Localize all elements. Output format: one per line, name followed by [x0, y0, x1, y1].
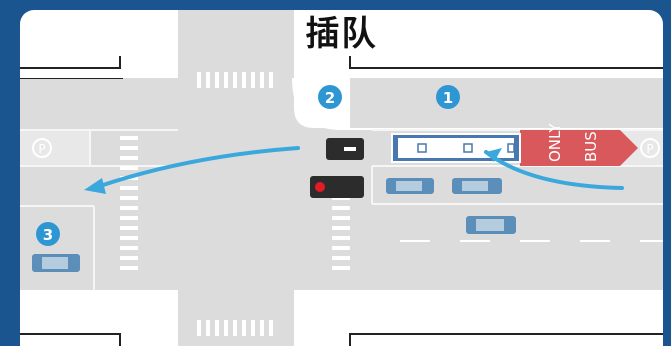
crosswalk-top [197, 72, 273, 88]
crosswalk-bottom [197, 320, 273, 336]
lane-dashes [400, 240, 663, 242]
crosswalk-right [332, 186, 350, 270]
block-outline-top-right [349, 56, 663, 69]
intersection-diagram: P P ONLY BUS [20, 10, 663, 346]
diagram-card: P P ONLY BUS [20, 10, 663, 346]
car-icon [452, 178, 502, 194]
block-outline-top-left [20, 56, 121, 69]
arrow-icon [84, 146, 300, 194]
arrow-icon [484, 148, 624, 190]
parking-icon: P [640, 138, 660, 158]
bus-icon [391, 133, 521, 163]
car-icon [466, 216, 516, 234]
bus-lane-text-only: ONLY [546, 123, 564, 162]
car-icon [32, 254, 80, 272]
traffic-light-red-icon [310, 176, 364, 198]
parking-icon: P [32, 138, 52, 158]
marker-1-label: 1 [443, 89, 453, 107]
traffic-light-off-icon [326, 138, 364, 160]
marker-2-label: 2 [325, 89, 335, 107]
marker-2: 2 [318, 85, 342, 109]
parking-symbol-left: P [38, 142, 45, 156]
parking-symbol-right: P [646, 142, 653, 156]
bus-lane-marking [520, 130, 638, 166]
sidewalk-bottom-right [294, 290, 663, 346]
marker-1: 1 [436, 85, 460, 109]
marker-3-label: 3 [43, 226, 53, 244]
bus-lane-text-bus: BUS [582, 131, 600, 162]
page-title: 插队 [305, 14, 378, 54]
vertical-road [178, 10, 294, 346]
sidewalk-bottom-left [20, 290, 178, 346]
car-icon [386, 178, 434, 194]
marker-3: 3 [36, 222, 60, 246]
